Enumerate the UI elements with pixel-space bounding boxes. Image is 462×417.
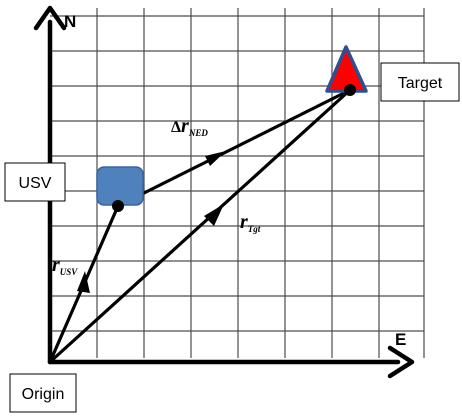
r-tgt-symbol: r bbox=[240, 211, 248, 233]
delta-r-symbol: r bbox=[181, 115, 189, 137]
target-marker-icon bbox=[325, 45, 368, 93]
north-axis-arrow-icon bbox=[33, 5, 67, 31]
r-usv-symbol: r bbox=[52, 254, 60, 276]
target-box-label: Target bbox=[398, 75, 443, 92]
vector-delta-r-ned bbox=[116, 88, 352, 208]
usv-box: USV bbox=[4, 162, 66, 202]
r-tgt-arrow-icon bbox=[204, 204, 224, 226]
r-usv-arrow-icon bbox=[77, 271, 90, 293]
east-axis-label: E bbox=[395, 330, 406, 349]
delta-symbol: Δ bbox=[171, 119, 181, 136]
target-box: Target bbox=[380, 62, 460, 102]
target-position-point bbox=[344, 84, 356, 96]
usv-position-point bbox=[112, 200, 124, 212]
delta-r-subscript: NED bbox=[188, 128, 209, 138]
delta-r-ned-label: ΔrNED bbox=[171, 115, 208, 138]
east-axis-arrow-icon bbox=[387, 345, 415, 379]
usv-marker-icon bbox=[96, 166, 144, 206]
r-tgt-label: rTgt bbox=[240, 211, 261, 234]
usv-box-label: USV bbox=[19, 175, 52, 192]
r-usv-label: rUSV bbox=[52, 254, 78, 277]
vector-r-tgt bbox=[48, 88, 352, 364]
origin-box-label: Origin bbox=[22, 386, 65, 403]
north-axis-label: N bbox=[64, 12, 76, 31]
r-usv-subscript: USV bbox=[60, 267, 79, 277]
origin-box: Origin bbox=[9, 373, 77, 413]
r-tgt-subscript: Tgt bbox=[248, 224, 261, 234]
delta-r-ned-arrow-icon bbox=[205, 151, 226, 166]
